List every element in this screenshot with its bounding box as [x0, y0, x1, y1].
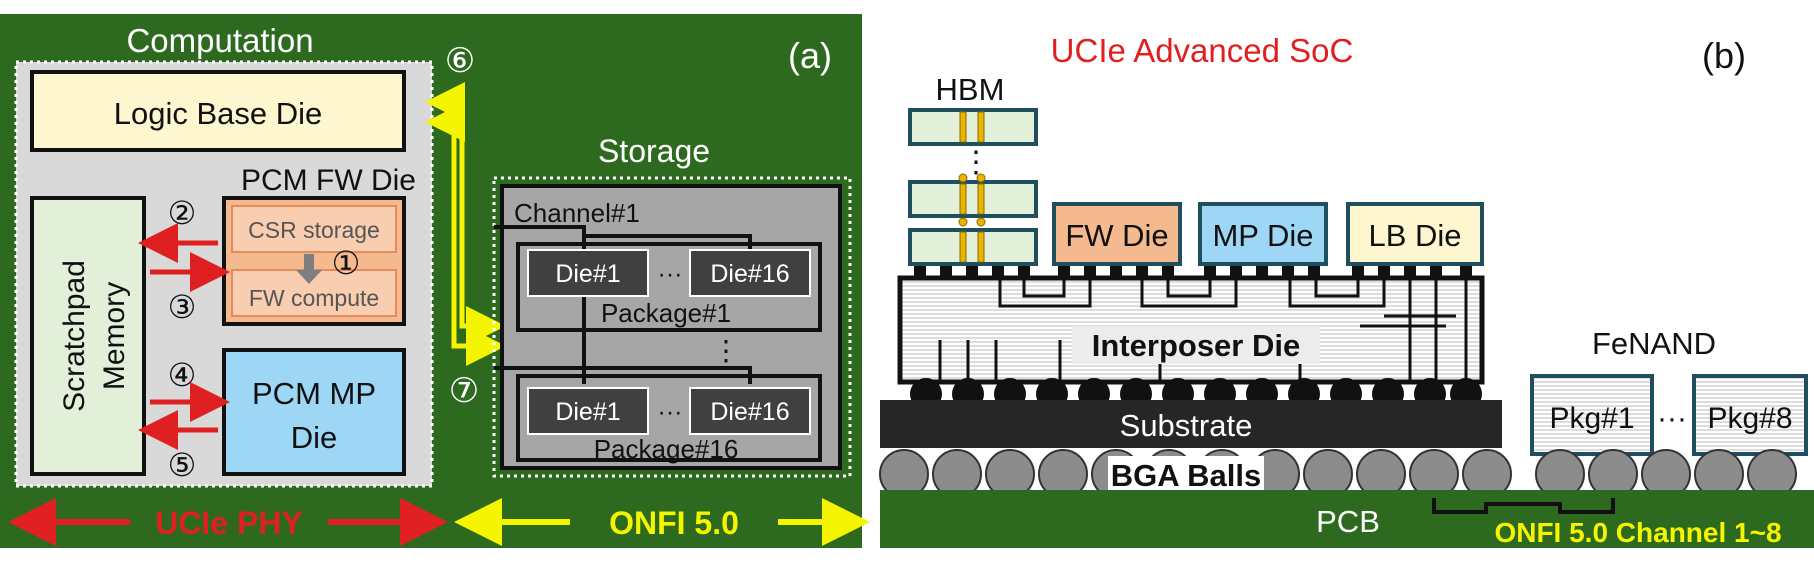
scratchpad-memory [30, 196, 146, 476]
package-16-box [516, 374, 822, 462]
hbm-die-top [908, 108, 1038, 146]
step-1-marker: ① [332, 245, 361, 281]
fenand-pkg-1 [1530, 374, 1654, 456]
package-16-bus [582, 366, 752, 384]
fenand-pkg-1-label: Pkg#1 [1549, 402, 1634, 435]
package-1-die-last-label: Die#16 [710, 260, 789, 288]
fw-die-chip [1052, 202, 1182, 266]
panel-a-label: (a) [788, 35, 832, 76]
interposer-label-backdrop [1072, 326, 1320, 364]
fenand-pkg-8 [1692, 374, 1808, 456]
hbm-tsv [958, 111, 986, 263]
storage-dashed-outline [492, 176, 852, 478]
logic-base-die [30, 70, 406, 152]
scratchpad-line1: Scratchpad [58, 260, 91, 412]
fenand-label: FeNAND [1592, 326, 1716, 361]
csr-storage-box [231, 205, 397, 253]
channel-label: Channel#1 [514, 198, 640, 228]
panel-b: UCIe Advanced SoC (b) HBM ⋮ FW Die MP Di… [879, 32, 1814, 548]
pcm-mp-die [222, 348, 406, 476]
csr-storage-label: CSR storage [248, 217, 380, 243]
step-6-marker: ⑥ [445, 42, 475, 80]
fenand-pkg-8-label: Pkg#8 [1707, 402, 1792, 435]
package-1-bus [582, 234, 752, 252]
package-16-die-first-label: Die#1 [555, 398, 620, 426]
pcm-fw-die-title: PCM FW Die [241, 164, 416, 197]
fw-die-label: FW Die [1065, 218, 1168, 253]
hbm-die-middle [908, 180, 1038, 218]
package-vertical-ellipsis: ⋮ [712, 335, 740, 366]
storage-title: Storage [598, 133, 710, 169]
onfi-label: ONFI 5.0 [609, 505, 739, 541]
micro-bumps [914, 266, 1472, 276]
lb-die-label: LB Die [1368, 218, 1461, 253]
substrate-label: Substrate [1120, 408, 1253, 443]
fw-compute-label: FW compute [249, 285, 379, 311]
package-16-label: Package#16 [594, 434, 739, 464]
fenand-pkg-ellipsis: ··· [1657, 402, 1687, 435]
onfi-channel-label: ONFI 5.0 Channel 1~8 [1494, 517, 1781, 548]
panel-a: (a) Computation Logic Base Die PCM FW Di… [0, 14, 870, 548]
bga-label-backdrop [1108, 456, 1264, 494]
substrate [880, 400, 1502, 448]
step-2-marker: ② [168, 195, 197, 231]
computation-title: Computation [126, 22, 313, 59]
hbm-die-bottom [908, 228, 1038, 266]
pcm-mp-line1: PCM MP [252, 376, 376, 411]
bga-label: BGA Balls [1111, 458, 1261, 493]
package-16-die-first [527, 387, 649, 435]
hbm-vertical-ellipsis: ⋮ [961, 146, 991, 179]
package-16-die-last [689, 387, 811, 435]
step-4-marker: ④ [168, 357, 197, 393]
pcb [880, 490, 1814, 548]
ucie-phy-label: UCIe PHY [155, 505, 303, 541]
package-1-die-last [689, 249, 811, 297]
step-7-link [425, 102, 506, 366]
soc-title: UCIe Advanced SoC [1051, 32, 1354, 69]
package-1-die-ellipsis: ··· [658, 260, 683, 288]
step-3-marker: ③ [168, 289, 197, 325]
lb-die-chip [1346, 202, 1484, 266]
package-1-label: Package#1 [601, 298, 731, 328]
interposer-label: Interposer Die [1092, 328, 1300, 363]
logic-base-die-label: Logic Base Die [114, 96, 323, 131]
scratchpad-line2: Memory [98, 282, 131, 390]
package-1-box [516, 242, 822, 332]
csr-to-compute-arrow [296, 254, 322, 284]
package-1-die-first-label: Die#1 [555, 260, 620, 288]
pcb-label: PCB [1316, 504, 1380, 539]
onfi-channel-trace [1432, 498, 1615, 514]
package-16-die-last-label: Die#16 [710, 398, 789, 426]
step-7-marker: ⑦ [449, 372, 479, 410]
package-1-die-first [527, 249, 649, 297]
mp-die-chip [1198, 202, 1328, 266]
package-16-die-ellipsis: ··· [658, 398, 683, 426]
channel-bus [494, 225, 586, 370]
hbm-label: HBM [936, 72, 1005, 107]
step-5-marker: ⑤ [168, 447, 197, 483]
panel-b-label: (b) [1702, 35, 1746, 76]
pcm-mp-line2: Die [291, 420, 338, 455]
mp-die-label: MP Die [1212, 218, 1313, 253]
